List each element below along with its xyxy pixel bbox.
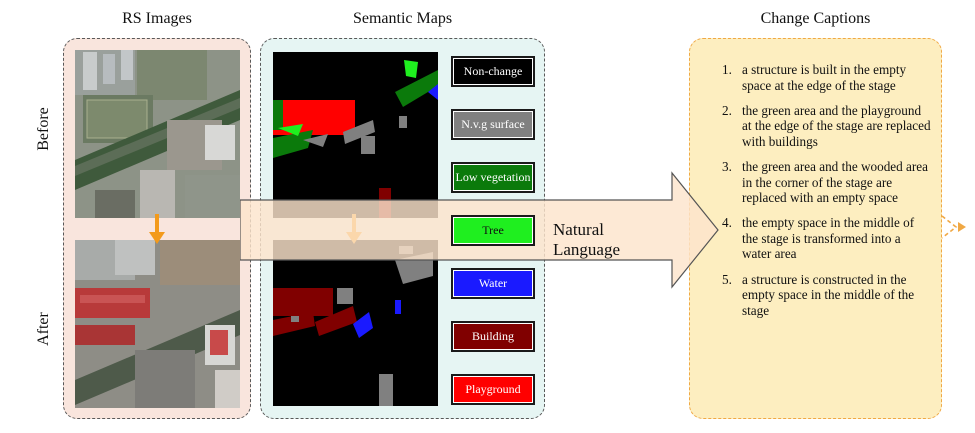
caption-item: 2. the green area and the playground at t… [708,103,933,150]
rs-images-header: RS Images [122,10,192,27]
caption-number: 4. [722,215,732,231]
caption-text: a structure is built in the empty space … [742,62,907,93]
after-rs-image [75,240,240,408]
legend-item-n-v-g-surface: N.v.g surface [451,109,535,140]
after-label: After [35,312,52,346]
change-captions-panel [689,38,942,419]
caption-list: 1. a structure is built in the empty spac… [708,62,933,328]
caption-item: 3. the green area and the wooded area in … [708,159,933,206]
caption-number: 2. [722,102,732,118]
caption-item: 1. a structure is built in the empty spac… [708,62,933,93]
rs-change-down-arrow [149,214,165,244]
caption-text: the green area and the playground at the… [742,102,931,149]
caption-number: 3. [722,158,732,174]
legend-item-playground: Playground [451,374,535,405]
natural-language-label: Natural Language [553,220,621,259]
caption-item: 5. a structure is constructed in the empt… [708,272,933,319]
after-semantic-map [273,240,438,406]
legend-item-building: Building [451,321,535,352]
legend-item-non-change: Non-change [451,56,535,87]
change-captions-header: Change Captions [760,10,871,27]
caption-item: 4. the empty space in the middle of the s… [708,215,933,262]
legend-item-low-vegetation: Low vegetation [451,162,535,193]
caption-text: the empty space in the middle of the sta… [742,215,915,262]
caption-number: 5. [722,271,732,287]
caption-panel-notch [941,215,966,239]
semantic-maps-header: Semantic Maps [352,10,453,27]
before-semantic-map [273,52,438,218]
legend-item-tree: Tree [451,215,535,246]
caption-text: the green area and the wooded area in th… [742,158,928,206]
legend-item-water: Water [451,268,535,299]
caption-text: a structure is constructed in the empty … [742,271,915,318]
before-label: Before [35,107,52,151]
before-rs-image [75,50,240,218]
caption-number: 1. [722,62,732,77]
